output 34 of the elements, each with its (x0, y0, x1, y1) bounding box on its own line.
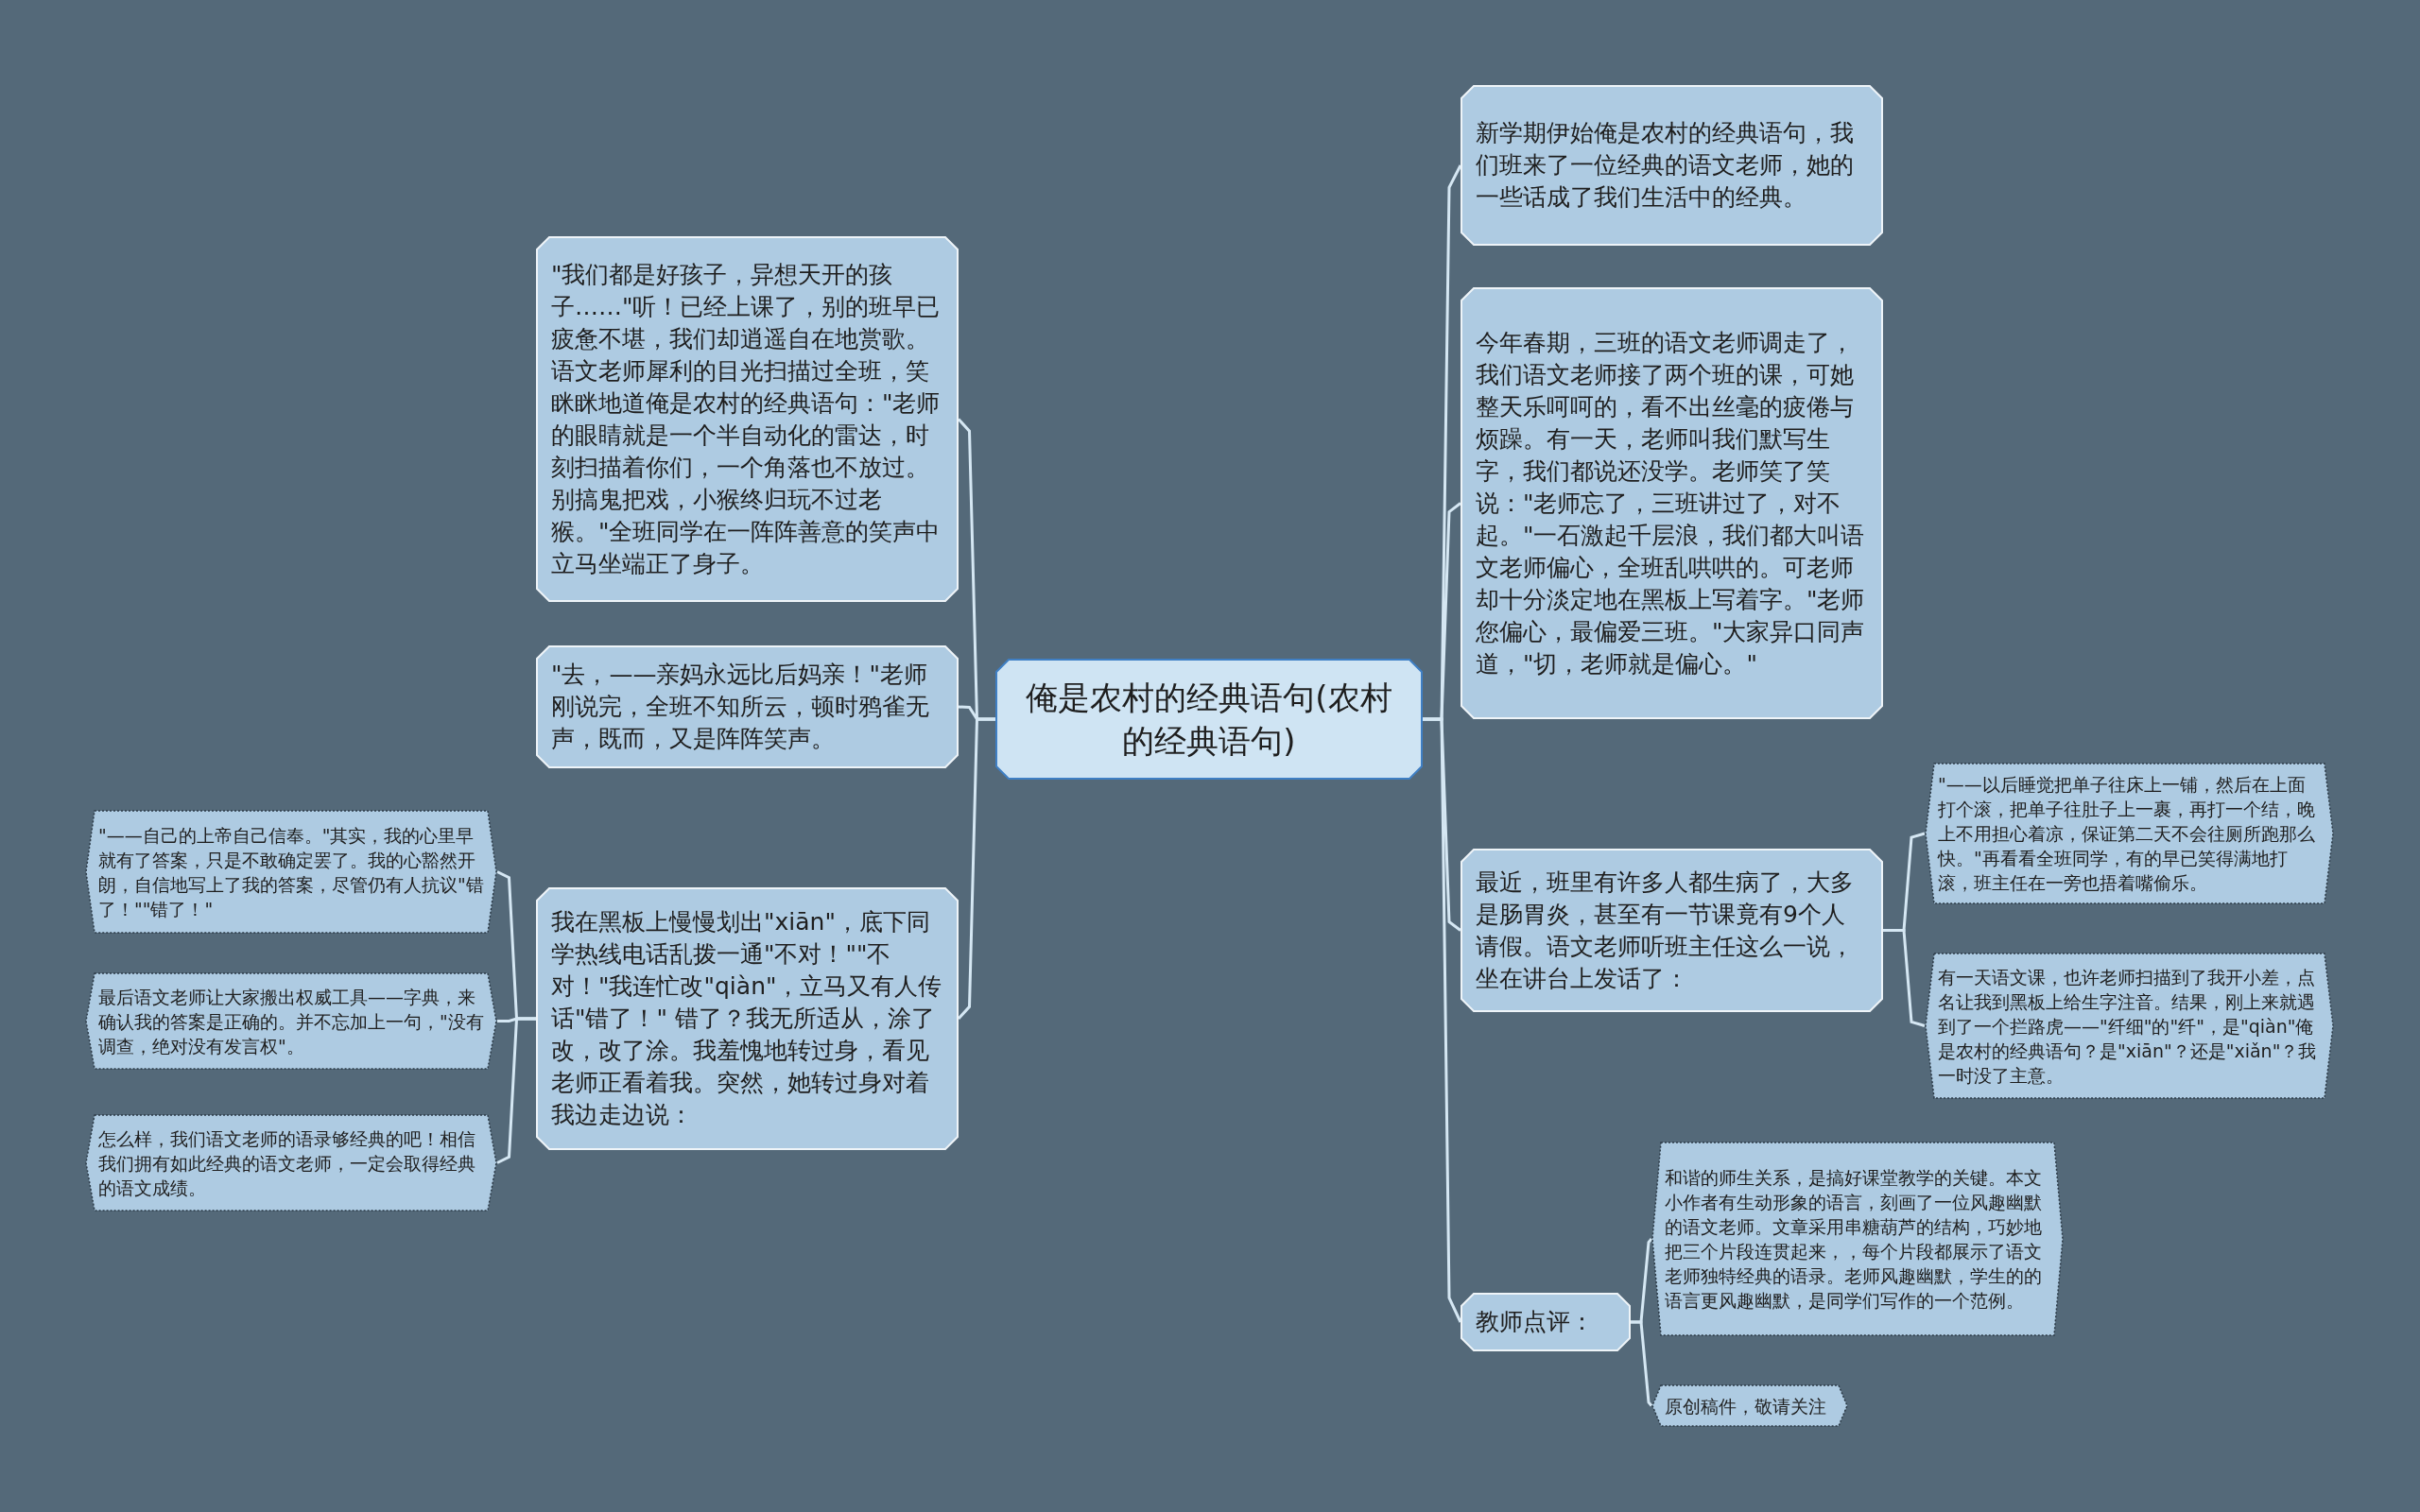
connector-line (1883, 929, 1926, 1027)
topic-text: "我们都是好孩子，异想天开的孩子……"听！已经上课了，别的班早已疲惫不堪，我们却逍遥自在地赏歌。语文老师犀利的目光扫描过全班，笑眯眯地道俺是农村的经典语句："老师的眼睛就是一个半自动化的雷达，时刻扫描着你们，一个角落也不放过。别搞鬼把戏，小猴终归玩不过老猴。"全班同学在一阵阵善意的笑声中立马坐端正了身子。 (550, 259, 942, 579)
topic-text: "——自己的上帝自己信奉。"其实，我的心里早就有了答案，只是不敢确定罢了。我的心豁然开朗，自信地写上了我的答案，尽管仍有人抗议"错了！""错了！" (97, 823, 485, 921)
topic-text: 今年春期，三班的语文老师调走了，我们语文老师接了两个班的课，可她整天乐呵呵的，看不出丝毫的疲倦与烦躁。有一天，老师叫我们默写生字，我们都说还没学。老师笑了笑说："老师忘了，三班讲过了，对不起。"一石激起千层浪，我们都大叫语文老师偏心，全班乱哄哄的。可老师却十分淡定地在黑板上写着字。"老师您偏心，最偏爱三班。"大家异口同声道，"切，老师就是偏心。" (1475, 327, 1866, 679)
topic-box (1651, 1142, 2064, 1336)
topic-box (1651, 1384, 1848, 1427)
topic-box (536, 887, 959, 1150)
connector-line (1631, 1320, 1653, 1407)
topic-box (85, 972, 497, 1070)
topic-box (1461, 1293, 1631, 1351)
topic-text: 教师点评： (1475, 1307, 1595, 1337)
topic-text: 和谐的师生关系，是搞好课堂教学的关键。本文小作者有生动形象的语言，刻画了一位风趣幽默的语文老师。文章采用串糖葫芦的结构，巧妙地把三个片段连贯起来，，每个片段都展示了语文老师独特经典的语录。老师风趣幽默，学生的的语言更风趣幽默，是同学们写作的一个范例。 (1664, 1166, 2043, 1313)
topic-text: 怎么样，我们语文老师的语录够经典的吧！相信我们拥有如此经典的语文老师，一定会取得经典的语文成绩。 (97, 1126, 476, 1200)
topic-text: 原创稿件，敬请关注 (1664, 1394, 1827, 1418)
connector-line (1423, 717, 1462, 1323)
topic-text: 有一天语文课，也许老师扫描到了我开小差，点名让我到黑板上给生字注音。结果，刚上来就遇到了一个拦路虎——"纤细"的"纤"，是"qiàn"俺是农村的经典语句？是"xiān"？还是"xiǎn"？我一时没了主意。 (1937, 965, 2318, 1088)
topic-box (1461, 287, 1883, 719)
topic-text: 俺是农村的经典语句(农村的经典语句) (1025, 678, 1393, 762)
topic-box (536, 236, 959, 602)
topic-text: 新学期伊始俺是农村的经典语句，我们班来了一位经典的语文老师，她的一些话成了我们生活中的经典。 (1475, 118, 1855, 213)
topic-text: 最后语文老师让大家搬出权威工具——字典，来确认我的答案是正确的。并不忘加上一句，"没有调查，绝对没有发言权"。 (97, 985, 485, 1058)
topic-box (1925, 953, 2334, 1099)
topic-text: 最近，班里有许多人都生病了，大多是肠胃炎，甚至有一节课竟有9个人请假。语文老师听班主任这么一说，坐在讲台上发话了： (1475, 867, 1855, 994)
topic-box (85, 810, 497, 934)
topic-text: 我在黑板上慢慢划出"xiān"，底下同学热线电话乱拨一通"不对！""不对！"我连忙改"qiàn"，立马又有人传话"错了！" 错了？我无所适从，涂了改，改了涂。我羞愧地转过身，看见老师正看着我。突然，她转过身对着我边走边说： (550, 907, 943, 1130)
topic-box (1925, 763, 2334, 904)
topic-box (1461, 849, 1883, 1012)
central-topic (995, 659, 1423, 780)
topic-box (536, 645, 959, 768)
connector-line (496, 1017, 536, 1164)
topic-box (85, 1114, 497, 1211)
topic-box (1461, 85, 1883, 246)
topic-text: "去，——亲妈永远比后妈亲！"老师刚说完，全班不知所云，顿时鸦雀无声，既而，又是阵阵笑声。 (550, 660, 930, 754)
topic-text: "——以后睡觉把单子往床上一铺，然后在上面打个滚，把单子往肚子上一裹，再打一个结，晚上不用担心着凉，保证第二天不会往厕所跑那么快。"再看看全班同学，有的早已笑得满地打滚，班主任在一旁也捂着嘴偷乐。 (1936, 773, 2316, 895)
